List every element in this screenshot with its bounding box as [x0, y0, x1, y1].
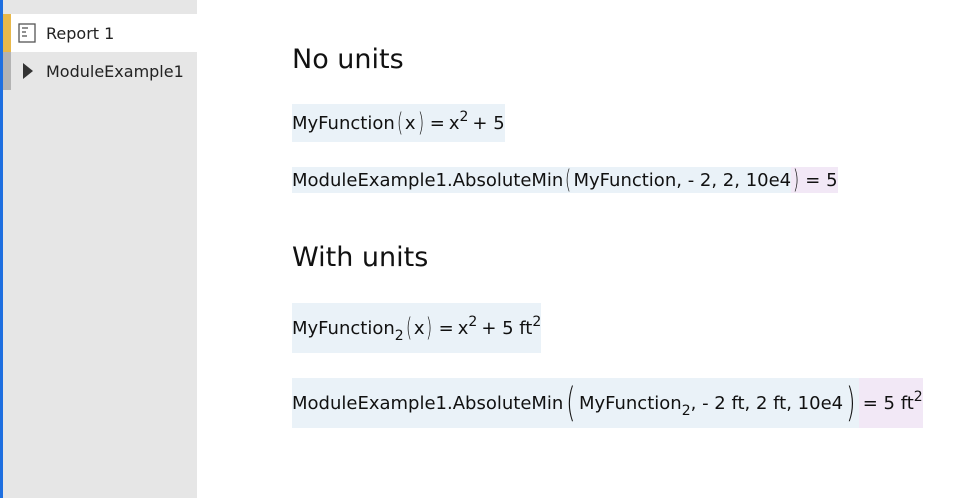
unit-exponent: 2: [532, 314, 542, 330]
call-fn-subscript: 2: [681, 403, 691, 419]
sidebar-item-label: Report 1: [46, 23, 115, 43]
paren-close: ): [417, 108, 424, 138]
paren-open: (: [405, 313, 412, 343]
section-heading-no-units: No units: [292, 44, 404, 75]
function-arg: x: [413, 317, 425, 339]
paren-open: (: [566, 380, 576, 426]
sidebar-item-moduleexample1[interactable]: ModuleExample1: [3, 52, 197, 90]
expand-arrow-icon[interactable]: [17, 61, 37, 81]
result-value: = 5 ft: [862, 392, 914, 414]
rhs-exponent: 2: [459, 109, 469, 125]
rhs-rest: + 5: [472, 112, 505, 134]
sidebar: Report 1 ModuleExample1: [3, 0, 197, 498]
item-marker: [3, 52, 11, 90]
rhs-rest: + 5 ft: [481, 317, 533, 339]
paren-close: ): [793, 165, 800, 195]
function-name: MyFunction: [292, 317, 395, 339]
sidebar-item-label: ModuleExample1: [46, 61, 184, 81]
paren-open: (: [565, 165, 572, 195]
selected-marker: [3, 14, 11, 52]
paren-open: (: [396, 108, 403, 138]
rhs-exponent: 2: [468, 314, 478, 330]
module-function: ModuleExample1.AbsoluteMin: [292, 169, 564, 191]
window-accent-bar: [0, 0, 3, 498]
function-subscript: 2: [394, 328, 404, 344]
paren-close: ): [846, 380, 856, 426]
call-fn-arg: MyFunction: [573, 169, 677, 191]
call-args: - 2, 2, 10e4: [681, 169, 792, 191]
result-exponent: 2: [913, 389, 923, 405]
rhs-base: x: [448, 112, 460, 134]
result-value: = 5: [805, 169, 838, 191]
equation-call-no-units[interactable]: ModuleExample1.AbsoluteMin(MyFunction, -…: [292, 165, 838, 195]
sidebar-item-report-1[interactable]: Report 1: [3, 14, 197, 52]
paren-close: ): [426, 313, 433, 343]
function-name: MyFunction: [292, 112, 395, 134]
result: )= 5: [791, 165, 838, 195]
call-fn-arg: MyFunction: [578, 392, 682, 414]
section-heading-with-units: With units: [292, 242, 429, 273]
module-function: ModuleExample1.AbsoluteMin: [292, 392, 564, 414]
report-icon: [18, 23, 36, 43]
rhs-base: x: [457, 317, 469, 339]
call-args: - 2 ft, 2 ft, 10e4: [696, 392, 844, 414]
function-arg: x: [404, 112, 416, 134]
